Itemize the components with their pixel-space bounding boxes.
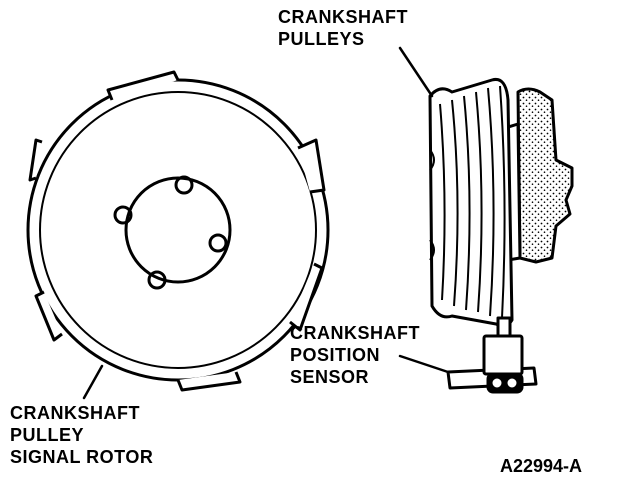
crankshaft-position-sensor-label: CRANKSHAFT POSITION SENSOR: [290, 322, 420, 388]
pulley-groove: [475, 91, 483, 313]
pulley-groove: [499, 85, 506, 319]
rotor-outer-rim: [26, 78, 330, 382]
rotor-vane: [289, 262, 324, 332]
rotor-leader-line: [82, 364, 104, 400]
crankshaft-pulleys: [428, 77, 574, 328]
sensor-body: [482, 334, 524, 376]
label-line: CRANKSHAFT: [10, 403, 140, 423]
label-line: PULLEYS: [278, 29, 365, 49]
bolt-hole: [147, 270, 167, 290]
pulley-groove: [429, 239, 435, 261]
label-line: SENSOR: [290, 367, 370, 387]
position-sensor: [446, 316, 538, 394]
pulley-groove: [429, 149, 435, 171]
rotor-vane: [34, 290, 63, 342]
signal-rotor-label: CRANKSHAFT PULLEY SIGNAL ROTOR: [10, 402, 153, 468]
sensor-connector: [486, 372, 524, 394]
rotor-inner-ring: [39, 91, 317, 369]
sensor-leader-line: [398, 354, 450, 374]
leader-lines: [82, 46, 450, 400]
pulleys-leader-line: [398, 46, 434, 98]
pulley-groove: [451, 99, 459, 307]
bolt-hole: [174, 175, 194, 195]
pulley-groove: [487, 87, 495, 317]
pulley-groove: [463, 95, 471, 311]
label-line: SIGNAL ROTOR: [10, 447, 154, 467]
label-line: CRANKSHAFT: [278, 7, 408, 27]
rotor-vane: [297, 138, 326, 194]
rotor-vanes: [28, 70, 326, 392]
sensor-tip: [496, 316, 512, 338]
pulley-groove: [439, 103, 446, 301]
figure-code: A22994-A: [500, 456, 583, 476]
rotor-vane: [106, 70, 180, 101]
label-line: PULLEY: [10, 425, 85, 445]
label-line: POSITION: [290, 345, 381, 365]
label-line: CRANKSHAFT: [290, 323, 420, 343]
rotor-vane: [28, 138, 43, 182]
connector-pin: [507, 378, 517, 388]
signal-rotor: [26, 78, 330, 382]
damper-ring: [516, 87, 574, 264]
bolt-hole: [113, 205, 133, 225]
crankshaft-pulleys-label: CRANKSHAFT PULLEYS: [278, 6, 408, 50]
bolt-hole: [208, 233, 228, 253]
rotor-hub: [124, 176, 232, 284]
connector-pin: [492, 378, 502, 388]
rotor-vane: [176, 371, 242, 392]
